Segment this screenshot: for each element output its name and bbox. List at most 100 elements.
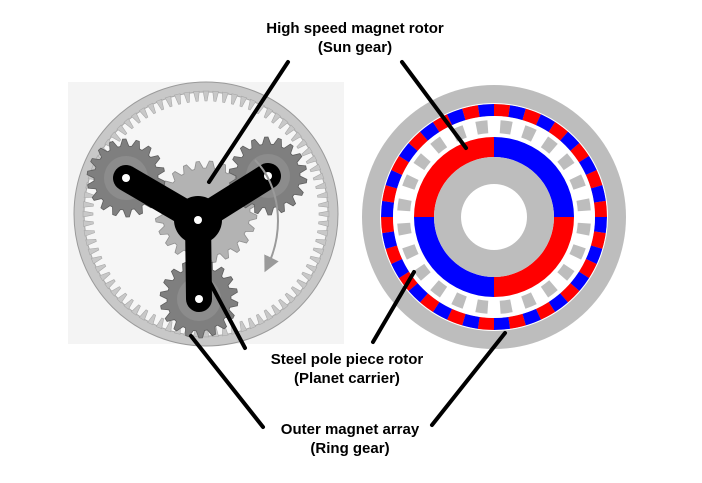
ring-gear-tooth [85, 239, 97, 246]
ring-gear-tooth [94, 263, 107, 273]
pole-piece [413, 263, 431, 281]
ring-gear-tooth [174, 93, 181, 105]
pole-piece [451, 125, 467, 142]
curved-arrow-icon [254, 159, 279, 273]
ring-gear-tooth [290, 131, 302, 142]
outer-magnet-segment [548, 293, 568, 313]
pole-piece [576, 222, 591, 236]
pole-piece [521, 125, 537, 142]
outer-magnet-segment [391, 258, 410, 279]
ring-gear-tooth [263, 107, 274, 119]
outer-magnet-segment [408, 283, 428, 303]
ring-gear-tooth [82, 220, 94, 227]
ring-gear-tooth [123, 118, 134, 130]
pole-piece [413, 153, 431, 171]
outer-magnet-segment [382, 185, 398, 203]
ring-gear-tooth [290, 286, 302, 297]
label-high-speed-magnet-rotor: High speed magnet rotor (Sun gear) [220, 19, 490, 57]
ring-gear-tooth [110, 286, 122, 297]
ring-gear-tooth [155, 98, 165, 111]
magnetic-gear [362, 85, 626, 349]
pole-piece [540, 136, 558, 154]
outer-magnet-edge [380, 103, 608, 331]
outer-magnet-segment [585, 245, 603, 264]
outer-magnet-segment [420, 121, 440, 141]
outer-magnet-segment [522, 308, 541, 326]
steel-pole-pieces [397, 120, 591, 314]
ring-gear-tooth [315, 239, 327, 246]
ring-gear-tooth [317, 230, 329, 237]
outer-magnet-segment [548, 121, 568, 141]
pole-piece [499, 120, 513, 135]
outer-magnet-segment [593, 217, 607, 234]
pole-piece [521, 292, 537, 309]
ring-gear-tooth [231, 93, 238, 105]
label-pole-line1: Steel pole piece rotor [270, 351, 424, 368]
pole-piece [475, 299, 489, 314]
outer-magnet-segment [508, 105, 526, 121]
pole-piece [402, 244, 419, 260]
planet-carrier [113, 163, 281, 312]
ring-gear-tooth [130, 112, 141, 124]
outer-magnet-segment [385, 170, 403, 189]
outer-magnet-segment [508, 313, 526, 329]
ring-gear-tooth [116, 292, 128, 304]
ring-gear-tooth [296, 138, 308, 149]
ring-gear-tooth [301, 271, 313, 282]
leader-pole-right [371, 270, 416, 344]
ring-gear-tooth [305, 155, 318, 165]
ring-gear-tooth [130, 304, 141, 316]
outer-magnet-segment [385, 245, 403, 264]
outer-magnet-segment [585, 170, 603, 189]
outer-magnet-segment [477, 316, 494, 330]
outer-magnet-segment [432, 301, 453, 320]
outer-magnet-segment [494, 104, 511, 118]
carrier-center-pin [194, 216, 202, 224]
ring-gear-tooth [318, 210, 330, 218]
ring-gear-tooth [239, 95, 248, 108]
ring-gear-tooth [309, 163, 322, 173]
shaft-hole [461, 184, 527, 250]
pole-piece [397, 198, 412, 212]
outer-magnet-segment [560, 283, 580, 303]
inner-magnet-pole [494, 217, 574, 297]
outer-magnet-segment [380, 200, 395, 217]
outer-magnet-segment [535, 114, 556, 133]
ring-gear-tooth [183, 91, 190, 103]
ring-gear-tooth [212, 90, 219, 102]
ring-gear-tooth [278, 118, 289, 130]
ring-gear-tooth [271, 304, 282, 316]
label-ring-line1: Outer magnet array [280, 421, 420, 438]
ring-gear-tooth [247, 317, 257, 330]
pole-piece [557, 263, 575, 281]
pole-piece [540, 280, 558, 298]
leader-ring-right [430, 331, 507, 427]
ring-gear-tooth [193, 90, 200, 102]
outer-magnet-segment [391, 155, 410, 176]
ring-gear-tooth [147, 313, 157, 326]
label-outer-magnet-array: Outer magnet array (Ring gear) [225, 420, 475, 458]
outer-magnet-segment [462, 313, 480, 329]
outer-magnet-segment [590, 231, 606, 249]
pole-piece [451, 292, 467, 309]
ring-gear-tooth [123, 298, 134, 310]
outer-magnet-segment [522, 108, 541, 126]
label-steel-pole-piece-rotor: Steel pole piece rotor (Planet carrier) [222, 350, 472, 388]
leader-sun-right [400, 60, 468, 150]
ring-gear-tooth [312, 247, 325, 256]
outer-magnet-segment [494, 316, 511, 330]
ring-gear-tooth [318, 201, 330, 208]
pole-piece [430, 280, 448, 298]
outer-magnet-segment [462, 105, 480, 121]
ring-gear-tooth [147, 102, 157, 115]
outer-magnet-segment [570, 271, 590, 291]
ring-gear-tooth [82, 210, 94, 218]
ring-gear-tooth [83, 230, 95, 237]
outer-magnet-segment [447, 108, 466, 126]
inner-magnet-pole [494, 137, 574, 217]
ring-gear-tooth [315, 182, 327, 189]
ring-gear-tooth [309, 255, 322, 265]
inner-magnet-pole [414, 137, 494, 217]
ring-gear-tooth [138, 309, 149, 321]
